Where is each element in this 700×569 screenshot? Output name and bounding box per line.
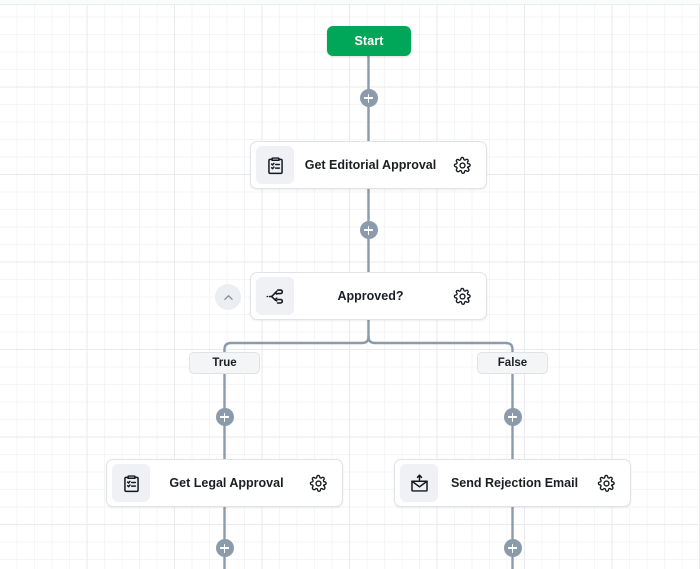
clipboard-checklist-icon xyxy=(256,146,294,184)
node-label: Approved? xyxy=(337,289,404,303)
node-label: Send Rejection Email xyxy=(450,476,579,490)
add-step-button-after-legal[interactable] xyxy=(215,539,234,557)
start-node[interactable]: Start xyxy=(327,26,411,56)
node-approved-condition[interactable]: Approved? xyxy=(250,272,487,320)
branch-label-text: False xyxy=(497,357,528,369)
gear-icon[interactable] xyxy=(303,468,333,498)
branch-label-true[interactable]: True xyxy=(189,352,260,374)
add-step-button-after-start[interactable] xyxy=(359,89,378,107)
node-get-legal-approval[interactable]: Get Legal Approval xyxy=(106,459,343,507)
node-send-rejection-email[interactable]: Send Rejection Email xyxy=(394,459,631,507)
add-step-button-false-branch[interactable] xyxy=(503,408,522,426)
gear-icon[interactable] xyxy=(447,150,477,180)
edge-split-to-true xyxy=(223,335,370,352)
edge-split-to-false xyxy=(367,335,514,352)
gear-icon[interactable] xyxy=(591,468,621,498)
add-step-button-after-editorial[interactable] xyxy=(359,221,378,239)
collapse-branch-button[interactable] xyxy=(215,284,241,310)
branch-label-text: True xyxy=(212,357,237,369)
node-label: Get Editorial Approval xyxy=(304,158,437,172)
branch-split-icon xyxy=(256,277,294,315)
node-get-editorial-approval[interactable]: Get Editorial Approval xyxy=(250,141,487,189)
send-envelope-icon xyxy=(400,464,438,502)
canvas-top-edge xyxy=(0,0,700,5)
node-label: Get Legal Approval xyxy=(169,476,284,490)
branch-label-false[interactable]: False xyxy=(477,352,548,374)
clipboard-checklist-icon xyxy=(112,464,150,502)
start-node-label: Start xyxy=(354,34,384,48)
gear-icon[interactable] xyxy=(447,281,477,311)
add-step-button-true-branch[interactable] xyxy=(215,408,234,426)
add-step-button-after-rejection[interactable] xyxy=(503,539,522,557)
